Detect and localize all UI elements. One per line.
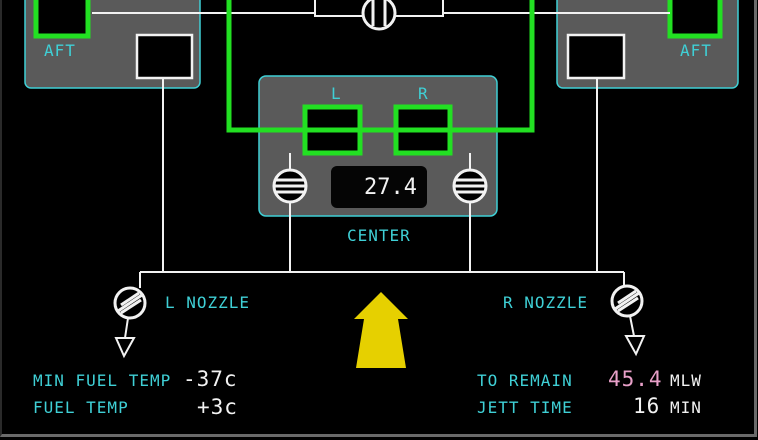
min-fuel-temp-value: -37c: [183, 367, 238, 391]
left-active-feed-line: [226, 0, 305, 133]
jettison-direction-arrow-icon: [354, 292, 408, 368]
right-aft-tank-label: AFT: [680, 41, 712, 60]
left-nozzle-outlet-icon: [114, 337, 136, 359]
right-nozzle-valve-icon: [610, 284, 644, 318]
jett-time-unit: MIN: [670, 398, 702, 417]
to-remain-value: 45.4: [608, 367, 663, 391]
to-remain-unit: MLW: [670, 371, 702, 390]
right-aft-pump-active: [667, 0, 723, 39]
jett-time-value: 16: [633, 394, 661, 418]
left-aft-valve-box: [135, 33, 194, 80]
left-aft-pump-active: [33, 0, 91, 39]
left-aft-tank-label: AFT: [44, 41, 76, 60]
center-tank-quantity: 27.4: [331, 166, 427, 208]
jett-time-label: JETT TIME: [477, 398, 573, 417]
right-aft-valve-box: [566, 33, 626, 80]
center-left-valve-icon: [272, 168, 308, 204]
top-crossfeed-valve-icon: [361, 0, 397, 31]
center-left-pump-label: L: [331, 84, 342, 103]
left-nozzle-label: L NOZZLE: [165, 293, 251, 312]
fuel-temp-value: +3c: [197, 395, 238, 419]
left-nozzle-valve-icon: [113, 286, 147, 320]
center-right-valve-icon: [452, 168, 488, 204]
right-nozzle-outlet-icon: [624, 335, 646, 357]
right-active-feed-line: [450, 0, 535, 133]
to-remain-label: TO REMAIN: [477, 371, 573, 390]
right-nozzle-label: R NOZZLE: [503, 293, 589, 312]
fuel-temp-label: FUEL TEMP: [33, 398, 129, 417]
center-right-pump-label: R: [418, 84, 429, 103]
center-tank-label: CENTER: [347, 226, 411, 245]
min-fuel-temp-label: MIN FUEL TEMP: [33, 371, 172, 390]
